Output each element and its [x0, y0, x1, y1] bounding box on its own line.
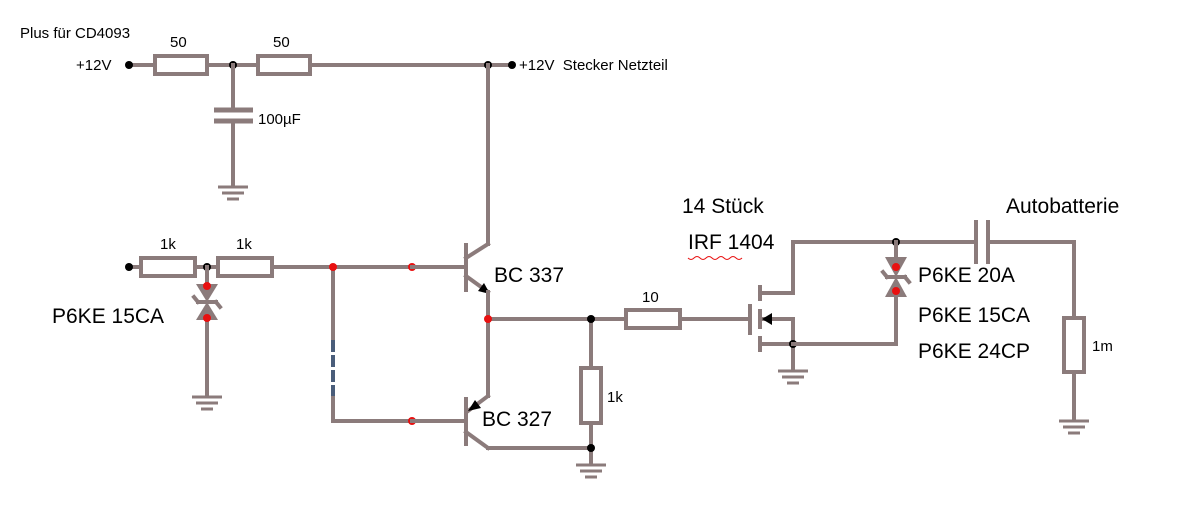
transistor-bc337: [410, 63, 491, 321]
label-v12-stecker: +12V Stecker Netzteil: [519, 57, 668, 74]
resistor-1k-c: [579, 366, 603, 425]
label-mosfet-type: IRF 1404: [688, 231, 775, 254]
label-cap-100uf: 100µF: [258, 111, 301, 128]
label-r-50-b: 50: [273, 34, 290, 51]
label-plus-cd4093: Plus für CD4093: [20, 25, 130, 42]
mosfet-irf1404: [748, 240, 797, 372]
resistor-50-b: [256, 54, 312, 76]
label-p6ke-24cp: P6KE 24CP: [918, 340, 1030, 363]
battery-circuit: [791, 220, 1076, 422]
label-r-1k-b: 1k: [236, 236, 252, 253]
label-bc337: BC 337: [494, 264, 564, 287]
ground-symbol-battery: [1059, 419, 1089, 435]
label-r-10: 10: [642, 289, 659, 306]
resistor-10: [624, 308, 682, 330]
label-p6ke-15ca-left: P6KE 15CA: [52, 305, 164, 328]
label-p6ke-20a: P6KE 20A: [918, 264, 1015, 287]
label-r-1k-c: 1k: [607, 389, 623, 406]
tvs-diode-right: [880, 240, 912, 346]
driver-output: [484, 315, 750, 466]
ground-symbol-driver: [576, 463, 606, 479]
input-network: [125, 263, 416, 425]
ground-symbol-cap: [218, 185, 248, 201]
capacitor-100uf: [214, 63, 253, 188]
spellcheck-underline: [687, 256, 743, 260]
transistor-bc327: [410, 317, 593, 451]
resistor-1k-a: [139, 256, 197, 278]
resistor-1k-b: [216, 256, 274, 278]
label-v12-left: +12V: [76, 57, 111, 74]
label-autobatterie: Autobatterie: [1006, 195, 1119, 218]
label-r-50-a: 50: [170, 34, 187, 51]
tvs-diode-left: [191, 265, 223, 398]
ground-symbol-left: [192, 395, 222, 411]
ground-symbol-mosfet: [778, 369, 808, 385]
resistor-1m: [1062, 316, 1086, 374]
label-bc327: BC 327: [482, 408, 552, 431]
label-r-1k-a: 1k: [160, 236, 176, 253]
label-r-1m: 1m: [1092, 338, 1113, 355]
resistor-50-a: [153, 54, 209, 76]
label-p6ke-15ca-right: P6KE 15CA: [918, 304, 1030, 327]
supply-rail: [125, 61, 516, 69]
label-mosfet-count: 14 Stück: [682, 195, 764, 218]
